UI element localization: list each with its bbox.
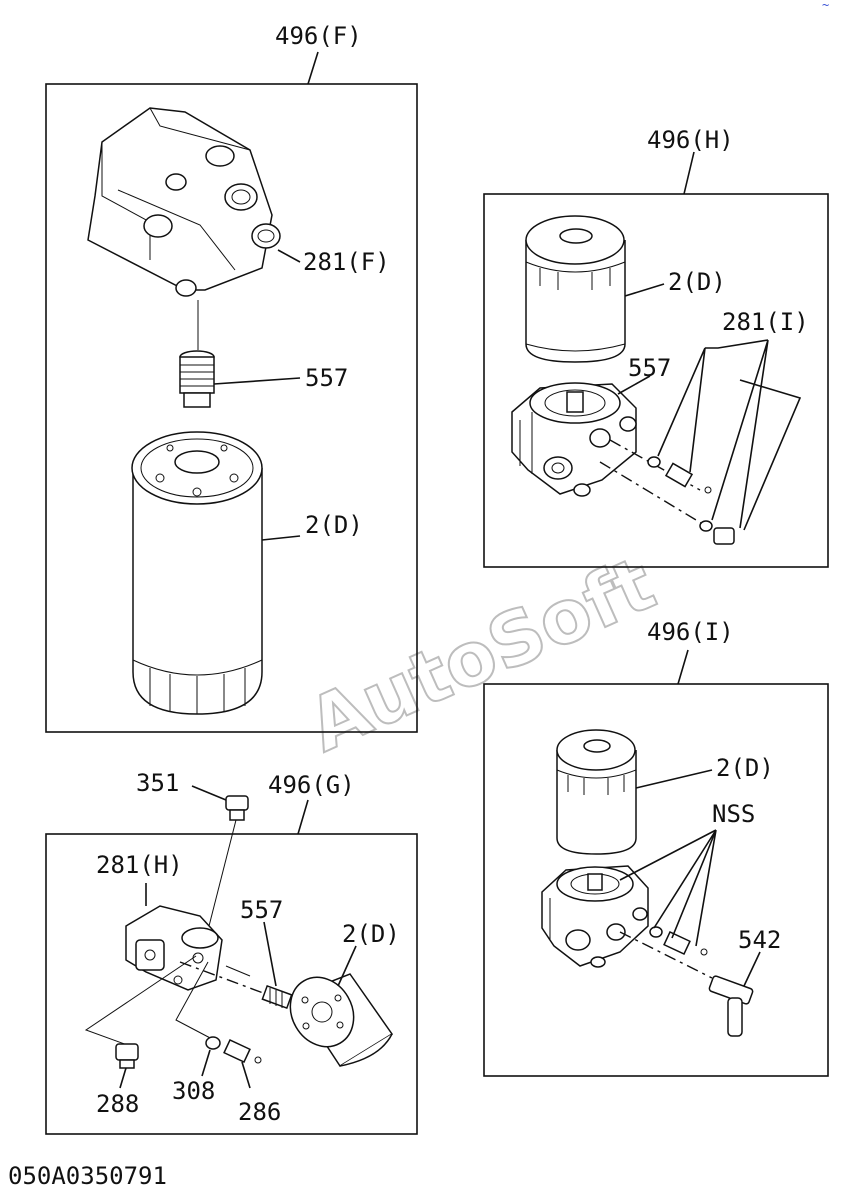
- callout-g-sensor[interactable]: 286: [238, 1098, 281, 1126]
- callout-i-elbow[interactable]: 542: [738, 926, 781, 954]
- callout-i-nss[interactable]: NSS: [712, 800, 755, 828]
- group-i-label[interactable]: 496(I): [647, 618, 734, 646]
- group-i-frame: [483, 683, 829, 1077]
- callout-f-head[interactable]: 281(F): [303, 248, 390, 276]
- o-ring-i[interactable]: [649, 926, 663, 938]
- group-f-frame: [45, 83, 418, 733]
- group-g: 496(G) 351 281(H) 557: [45, 769, 418, 1135]
- filter-2d-i[interactable]: [556, 729, 637, 855]
- group-h: 496(H) 2(D) 557: [483, 126, 829, 568]
- group-h-label[interactable]: 496(H): [647, 126, 734, 154]
- filter-head-i[interactable]: [541, 865, 649, 968]
- plug-h-2[interactable]: [713, 527, 735, 545]
- callout-g-nipple[interactable]: 557: [240, 896, 283, 924]
- ring-308[interactable]: [205, 1036, 221, 1050]
- callout-i-filter[interactable]: 2(D): [716, 754, 774, 782]
- filter-2d-h[interactable]: [525, 215, 626, 363]
- filter-2d-g[interactable]: [278, 966, 394, 1068]
- filter-head-281h[interactable]: [125, 905, 223, 991]
- callout-g-plug[interactable]: 288: [96, 1090, 139, 1118]
- callout-h-nipple[interactable]: 557: [628, 354, 671, 382]
- plug-288[interactable]: [115, 1043, 139, 1069]
- filter-head-h[interactable]: [511, 382, 637, 497]
- sensor-286[interactable]: [223, 1039, 262, 1064]
- filter-2d-f[interactable]: [131, 431, 263, 715]
- plug-h-1[interactable]: [664, 462, 712, 494]
- nipple-557-g[interactable]: [261, 985, 293, 1009]
- group-f: 496(F) 281(F) 557: [45, 22, 418, 733]
- callout-g-filter[interactable]: 2(D): [342, 920, 400, 948]
- nipple-557-f[interactable]: [179, 350, 215, 408]
- group-f-label[interactable]: 496(F): [275, 22, 362, 50]
- filter-head-281f[interactable]: [87, 107, 281, 297]
- callout-h-plugs[interactable]: 281(I): [722, 308, 809, 336]
- o-ring-h-2[interactable]: [699, 520, 713, 532]
- plug-i[interactable]: [663, 931, 708, 956]
- callout-h-filter[interactable]: 2(D): [668, 268, 726, 296]
- callout-g-ring[interactable]: 308: [172, 1077, 215, 1105]
- callout-f-filter[interactable]: 2(D): [305, 511, 363, 539]
- bolt-351[interactable]: [225, 795, 249, 821]
- group-g-frame: [45, 833, 418, 1135]
- callout-g-bolt[interactable]: 351: [136, 769, 179, 797]
- group-g-label[interactable]: 496(G): [268, 771, 355, 799]
- o-ring-h-1[interactable]: [647, 456, 661, 468]
- callout-g-head[interactable]: 281(H): [96, 851, 183, 879]
- elbow-542[interactable]: [708, 975, 754, 1037]
- group-i: 496(I) 2(D) NSS: [483, 618, 829, 1077]
- group-h-frame: [483, 193, 829, 568]
- corner-mark: ~: [822, 0, 829, 12]
- drawing-code: 050A0350791: [8, 1162, 167, 1190]
- callout-f-nipple[interactable]: 557: [305, 364, 348, 392]
